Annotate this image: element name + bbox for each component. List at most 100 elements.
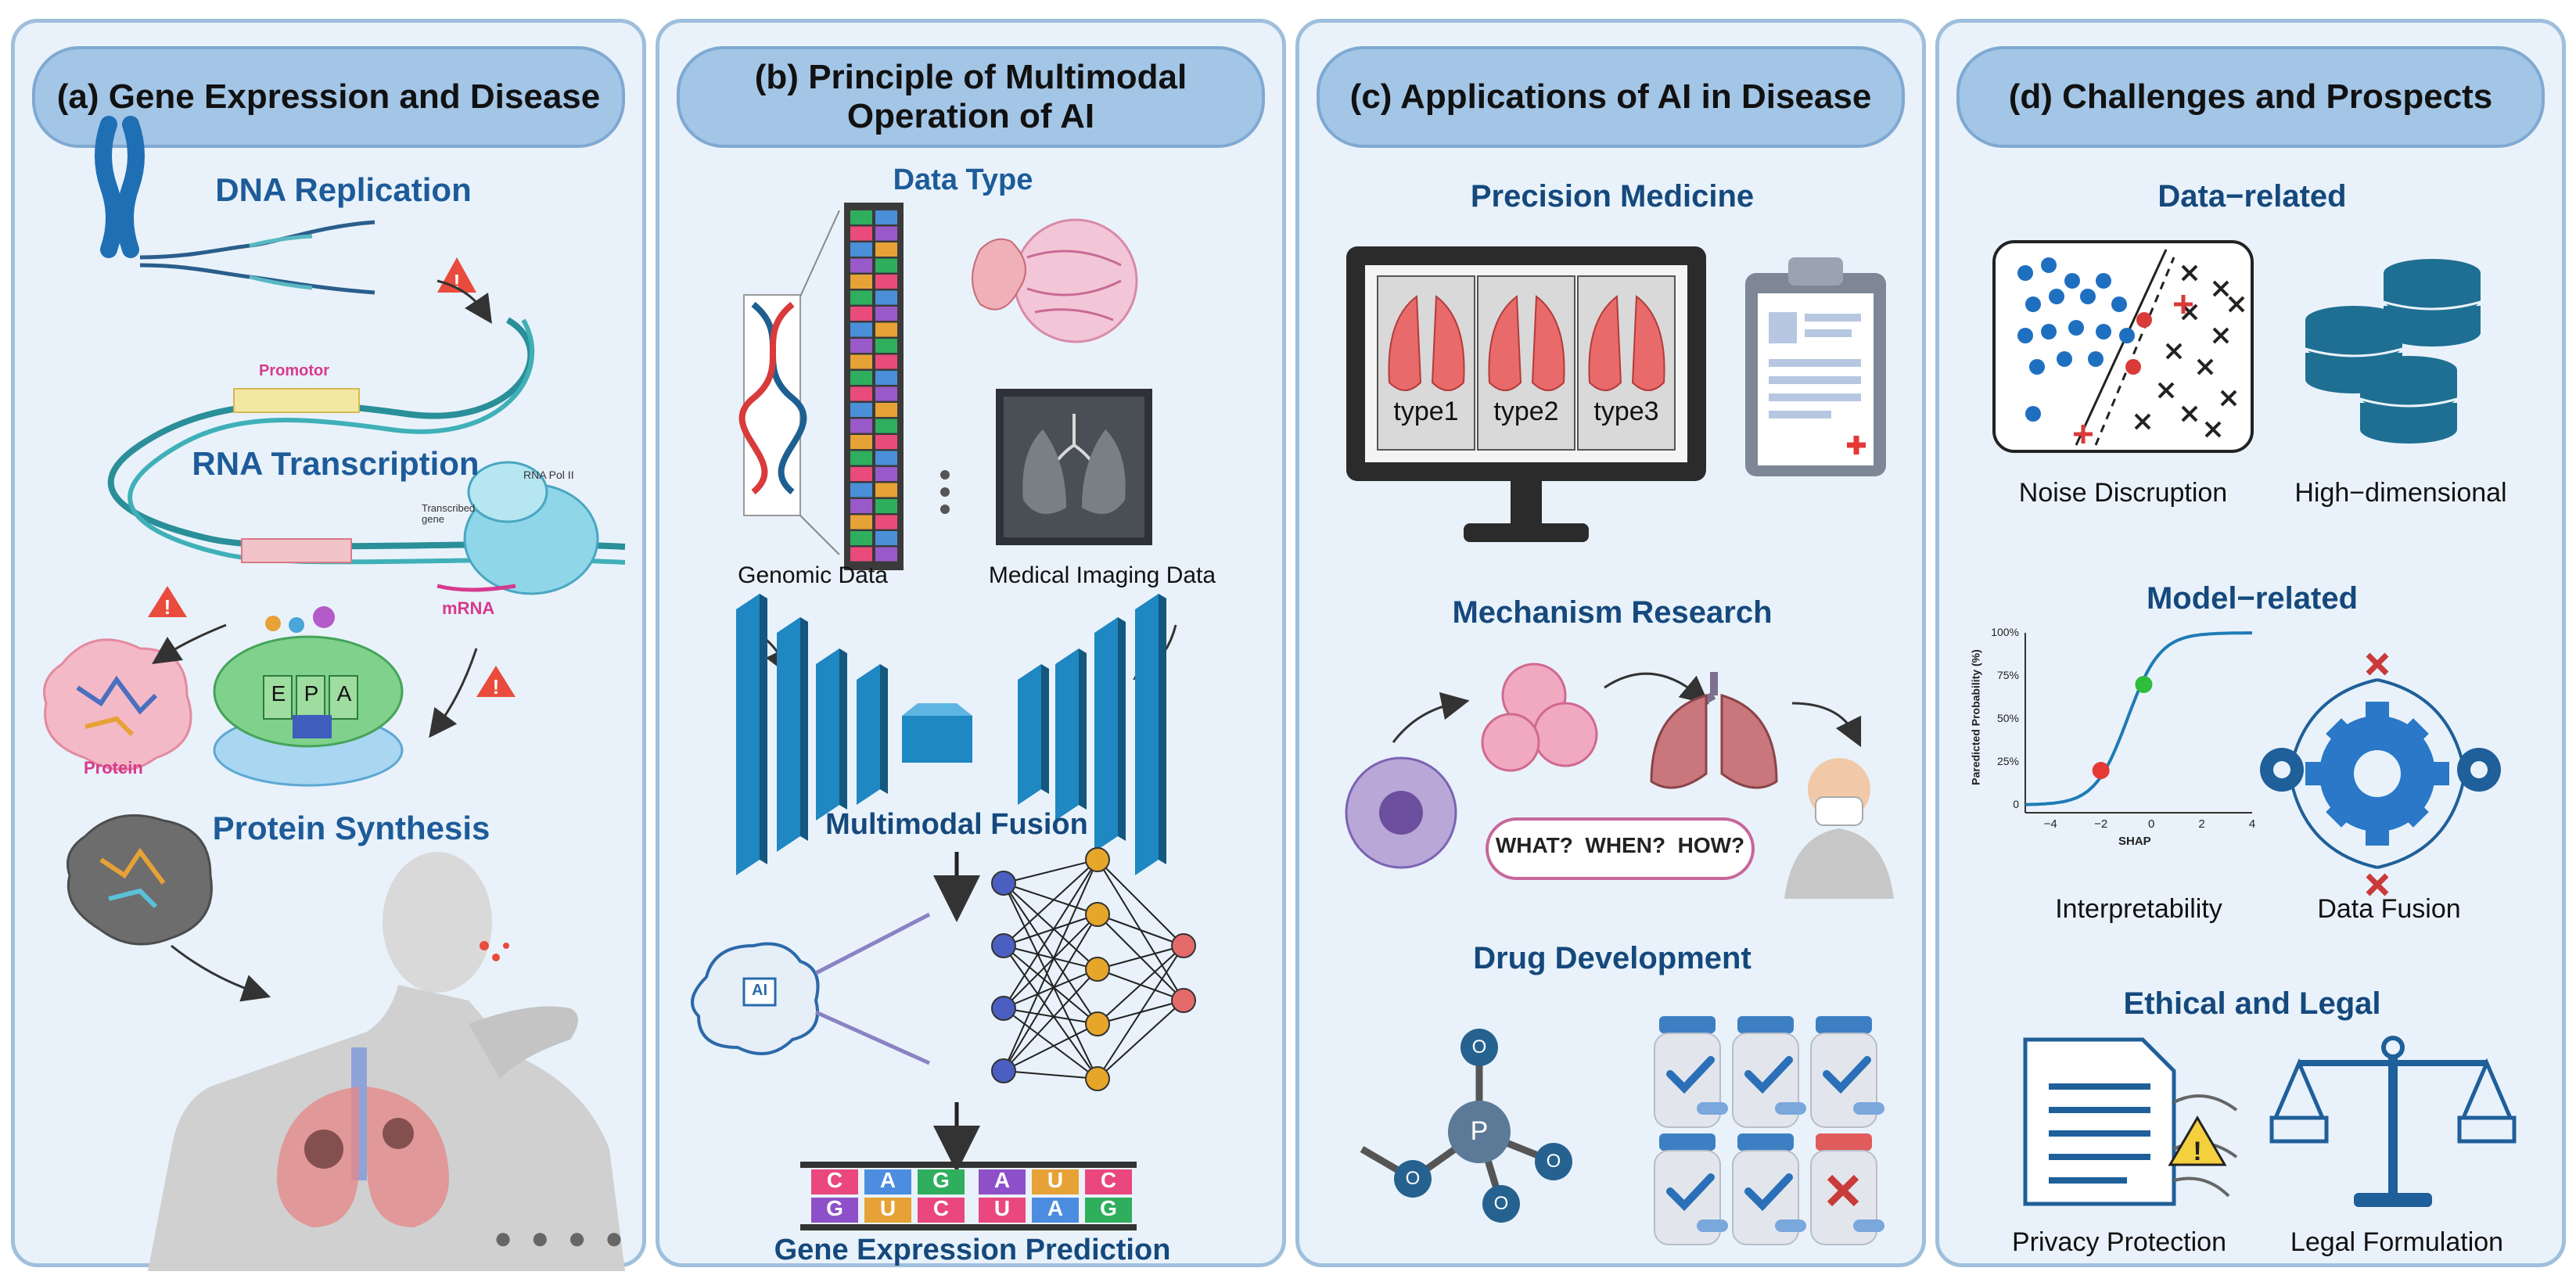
shap-x-tick: 4 — [2248, 817, 2256, 831]
sequence-top-base: A — [993, 1168, 1011, 1192]
interpretability-caption: Interpretability — [2055, 894, 2222, 924]
rna-polymerase-icon — [463, 461, 599, 595]
gene-expression-prediction-label: Gene Expression Prediction — [774, 1234, 1171, 1266]
ribosome-site-e: E — [271, 681, 286, 706]
drug-bottles — [1654, 1016, 1884, 1245]
panel-d-title: (d) Challenges and Prospects — [1956, 46, 2545, 148]
mrna-label: mRNA — [442, 598, 495, 618]
ribosome-site-p: P — [304, 681, 319, 706]
ribosome-icon — [213, 606, 404, 787]
sequence-bottom-base: U — [993, 1196, 1011, 1220]
drug-development-label: Drug Development — [1473, 941, 1751, 975]
privacy-document-icon: ! — [2023, 1037, 2238, 1206]
ai-brain-icon — [691, 942, 820, 1055]
phosphorus-atom-label: P — [1470, 1116, 1489, 1146]
data-fusion-caption: Data Fusion — [2317, 894, 2461, 924]
shap-point-0 — [2092, 762, 2110, 779]
oxygen-atom-label: O — [1546, 1151, 1561, 1172]
panel-c-title: (c) Applications of AI in Disease — [1317, 46, 1905, 148]
sequence-bottom-base: U — [879, 1196, 896, 1220]
shap-x-tick: −4 — [2043, 817, 2057, 831]
challenges-illustration: ! — [1992, 240, 2517, 1207]
fusion-network-diagram — [736, 594, 1166, 875]
data-related-label: Data−related — [2157, 179, 2347, 214]
lung-type-3-label: type3 — [1593, 397, 1659, 426]
phosphate-molecule-icon — [1360, 1029, 1572, 1223]
protein-icon — [43, 638, 192, 771]
panel-b-title: (b) Principle of Multimodal Operation of… — [677, 46, 1265, 148]
shap-y-tick: 50% — [1996, 712, 2019, 724]
svg-text:!: ! — [454, 270, 461, 293]
model-related-label: Model−related — [2146, 581, 2359, 616]
oxygen-atom-label: O — [1405, 1168, 1421, 1189]
shap-probability-chart — [2025, 631, 2252, 814]
svg-text:!: ! — [2193, 1137, 2201, 1166]
panel-a: (a) Gene Expression and Disease DNA Repl… — [11, 19, 646, 1271]
more-ellipsis: ● ● ● ● — [494, 1221, 628, 1255]
shap-x-tick: −2 — [2094, 817, 2108, 831]
neural-network-icon — [991, 847, 1196, 1091]
precision-medicine-label: Precision Medicine — [1470, 179, 1755, 214]
lung-icon — [1650, 672, 1778, 789]
data-fusion-gears-icon — [2260, 652, 2501, 896]
noise-scatter-icon — [1992, 240, 2254, 453]
data-type-label: Data Type — [893, 163, 1033, 196]
shap-x-tick: 2 — [2198, 817, 2205, 831]
sequence-top-base: G — [932, 1168, 950, 1192]
oxygen-atom-label: O — [1493, 1193, 1509, 1214]
shap-x-axis-label: SHAP — [2118, 835, 2151, 848]
noise-disruption-caption: Noise Discruption — [2018, 478, 2228, 508]
rna-transcription-label: RNA Transcription — [192, 445, 480, 482]
shap-y-axis-label: Paredicted Probability (%) — [1969, 649, 1982, 785]
genomic-data-label: Genomic Data — [738, 562, 888, 588]
sequence-bottom-base: G — [826, 1196, 843, 1220]
dna-helix-icon — [738, 294, 807, 516]
mechanism-research-label: Mechanism Research — [1452, 595, 1773, 630]
sequence-bottom-base: C — [932, 1196, 950, 1220]
data-type-illustration — [691, 203, 1196, 1230]
histology-icon — [972, 218, 1138, 343]
ai-chip-label: AI — [752, 982, 767, 999]
legal-scales-icon — [2269, 1036, 2517, 1207]
clipboard-icon — [1745, 257, 1886, 476]
high-dimensional-caption: High−dimensional — [2294, 478, 2507, 508]
privacy-protection-caption: Privacy Protection — [2012, 1227, 2226, 1257]
sequence-top-base: A — [879, 1168, 896, 1192]
shap-point-1 — [2135, 676, 2153, 693]
shap-y-tick: 75% — [1996, 669, 2019, 681]
applications-illustration — [1345, 246, 1894, 1245]
legal-formulation-caption: Legal Formulation — [2290, 1227, 2504, 1257]
sequence-top-base: U — [1047, 1168, 1064, 1192]
replication-fork-illustration: ! ! ! — [43, 116, 626, 1271]
sequence-strip — [844, 203, 904, 570]
panel-d: (d) Challenges and Prospects Data−relate… — [1935, 19, 2566, 1267]
panel-c: (c) Applications of AI in Disease Precis… — [1295, 19, 1926, 1267]
panel-b: (b) Principle of Multimodal Operation of… — [656, 19, 1286, 1267]
infected-cells-icon — [1481, 663, 1598, 772]
predicted-sequence — [800, 1162, 1137, 1230]
transcribed-gene-label: Transcribed gene — [422, 502, 476, 525]
multimodal-fusion-label: Multimodal Fusion — [825, 808, 1088, 841]
protein-synthesis-label: Protein Synthesis — [212, 810, 490, 846]
immune-cell-icon — [1345, 756, 1457, 869]
ethical-legal-label: Ethical and Legal — [2123, 986, 2381, 1021]
question-bubble-text: WHAT? WHEN? HOW? — [1495, 833, 1745, 857]
shap-y-tick: 100% — [1991, 626, 2019, 638]
sequence-bottom-base: G — [1100, 1196, 1117, 1220]
shap-y-tick: 0 — [2013, 798, 2019, 810]
patient-coughing-icon — [148, 852, 625, 1271]
lung-type-1-label: type1 — [1393, 397, 1459, 426]
svg-text:!: ! — [493, 675, 500, 699]
database-icon — [2305, 259, 2481, 444]
imaging-data-label: Medical Imaging Data — [988, 562, 1216, 588]
warning-icon: ! — [148, 586, 187, 619]
shap-x-tick: 0 — [2147, 817, 2155, 831]
monitor-icon — [1346, 246, 1706, 542]
sick-person-icon — [1784, 758, 1894, 899]
dna-replication-label: DNA Replication — [215, 171, 472, 208]
svg-text:!: ! — [164, 595, 171, 619]
warning-icon: ! — [476, 666, 516, 699]
oxygen-atom-label: O — [1471, 1036, 1487, 1058]
sequence-top-base: C — [826, 1168, 843, 1192]
protein-label: Protein — [84, 758, 143, 778]
